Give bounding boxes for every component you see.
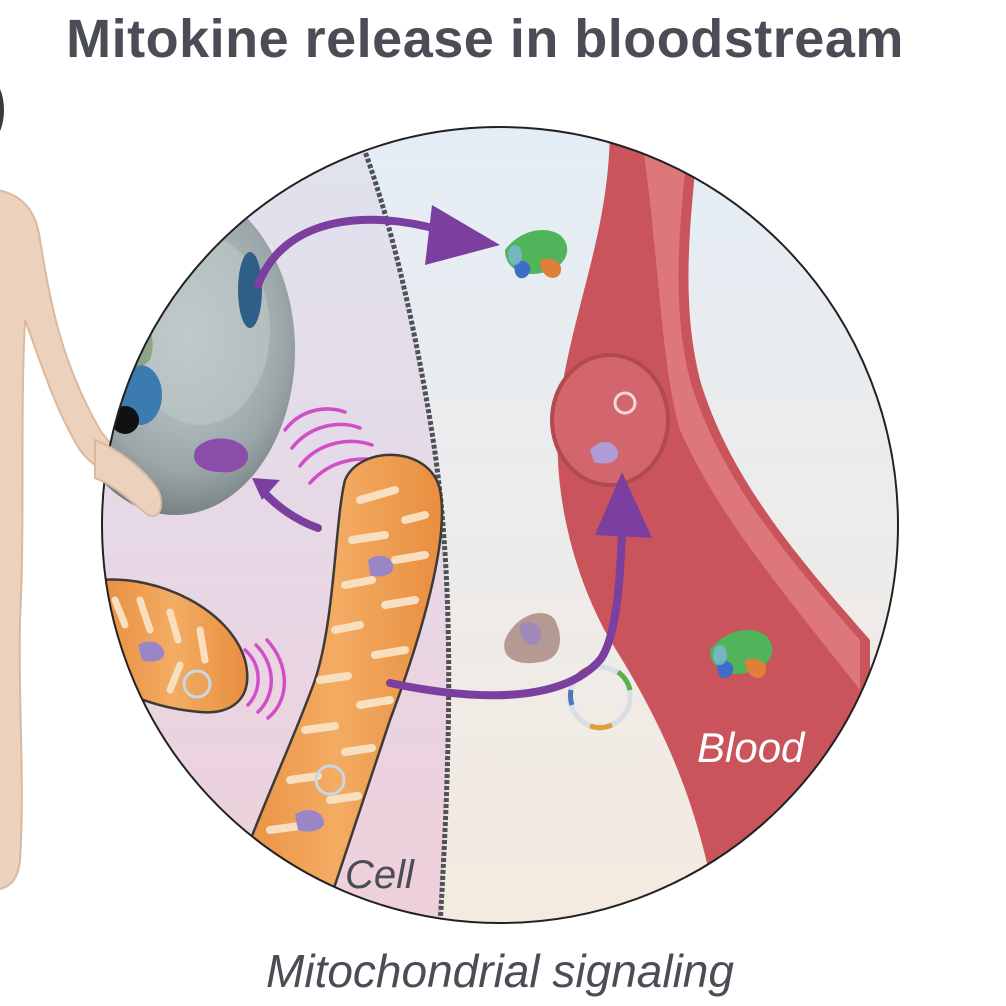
hand-icon <box>94 438 163 517</box>
blood-label: Blood <box>697 724 806 771</box>
signal-wave-icon <box>243 638 287 720</box>
protein-icon <box>710 630 773 679</box>
human-body-silhouette <box>0 89 162 890</box>
figure-title: Mitokine release in bloodstream <box>66 9 904 69</box>
blood-vessel-icon <box>550 127 870 923</box>
cell-membrane <box>352 127 452 923</box>
protein-icon <box>504 612 560 664</box>
mitochondrion-icon <box>102 578 249 714</box>
arrow-mito-to-blood <box>386 526 626 700</box>
cell-label: Cell <box>345 853 415 897</box>
figure-caption: Mitochondrial signaling <box>266 945 734 997</box>
protein-icon <box>194 438 249 473</box>
protein-icon <box>505 230 568 279</box>
arrow-nucleus-to-extracellular <box>254 215 444 289</box>
zoom-circle <box>101 126 899 924</box>
arrowheads <box>252 205 652 538</box>
mitochondrion-icon <box>228 453 444 902</box>
nucleus-icon <box>102 185 295 515</box>
